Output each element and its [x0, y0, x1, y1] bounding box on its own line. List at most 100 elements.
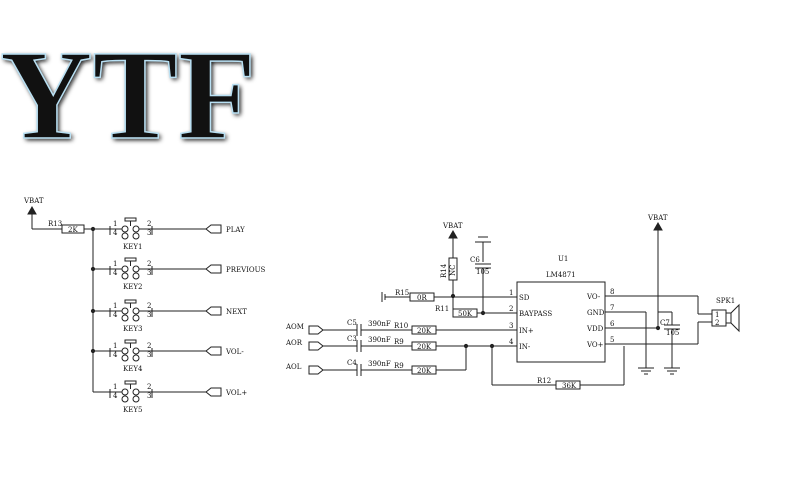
ic-ref: U1	[558, 255, 568, 263]
key-pin-label: 2	[147, 260, 151, 268]
input-port-flag	[308, 365, 324, 375]
key-contact	[121, 225, 129, 233]
ic-pin-name: VO-	[586, 293, 601, 301]
c7-ref: C7	[660, 319, 670, 327]
cap-ref: C5	[347, 319, 357, 327]
key-ref: KEY1	[123, 243, 142, 251]
logo-text: YTF	[0, 24, 256, 166]
key-signal-label: NEXT	[226, 308, 247, 316]
key-pin-label: 2	[147, 342, 151, 350]
key-contact	[121, 272, 129, 280]
input-label: AOR	[285, 339, 303, 347]
net-port-flag	[205, 306, 222, 316]
vbat-label-keys: VBAT	[23, 197, 44, 205]
res-value: 20K	[417, 343, 432, 351]
vbat-label-r14: VBAT	[442, 222, 463, 230]
vbat-arrow-right	[653, 221, 663, 231]
key-signal-label: VOL+	[225, 389, 247, 397]
key-ref: KEY2	[123, 283, 142, 291]
key-pin-label: 3	[147, 392, 151, 400]
r13-value: 2K	[68, 226, 78, 234]
key-pin-label: 4	[113, 392, 118, 400]
ic-pin-name: IN+	[519, 327, 534, 335]
cap-value: 390nF	[368, 336, 391, 344]
key-contact	[132, 265, 140, 273]
ic-pin-name: VDD	[586, 325, 604, 333]
c7-value: 105	[666, 329, 679, 337]
key-contact	[121, 347, 129, 355]
key-pin-label: 4	[113, 311, 118, 319]
key-pin-label: 3	[147, 229, 151, 237]
lm4871-ic	[516, 281, 606, 363]
vbat-arrow-keys	[27, 205, 37, 215]
key-contact	[132, 354, 140, 362]
net-port-flag	[205, 224, 222, 234]
net-port-flag	[205, 264, 222, 274]
key-contact	[121, 388, 129, 396]
r15-ref: R15	[395, 289, 409, 297]
key-button-cap	[124, 299, 137, 304]
keypad-section: VBAT R13 2K 1423KEY1PLAY1423KEY2PREVIOUS…	[23, 197, 266, 414]
input-port-flag	[308, 325, 324, 335]
key-pin-label: 3	[147, 351, 151, 359]
cap-value: 390nF	[368, 320, 391, 328]
r11-value: 50K	[458, 310, 473, 318]
r12-ref: R12	[537, 377, 551, 385]
res-ref: R9	[394, 362, 404, 370]
ic-pin-number: 1	[509, 289, 513, 297]
key-contact	[132, 232, 140, 240]
key-pin-label: 1	[113, 302, 117, 310]
res-value: 20K	[417, 367, 432, 375]
key-button-cap	[124, 339, 137, 344]
key-contact	[132, 225, 140, 233]
r14-ref: R14	[440, 263, 448, 278]
input-label: AOL	[285, 363, 302, 371]
cap-ref: C4	[347, 359, 357, 367]
ic-pin-name: VO+	[586, 341, 604, 349]
ic-pin-name: GND	[587, 309, 605, 317]
speaker-cone-icon	[730, 303, 740, 333]
key-contact	[132, 395, 140, 403]
key-ref: KEY5	[123, 406, 142, 414]
key-pin-label: 4	[113, 229, 118, 237]
key-button-cap	[124, 380, 137, 385]
spk-ref: SPK1	[716, 297, 735, 305]
cap-value: 390nF	[368, 360, 391, 368]
key-ref: KEY4	[123, 365, 143, 373]
key-pin-label: 3	[147, 269, 151, 277]
key-pin-label: 1	[113, 220, 117, 228]
c6-ref: C6	[470, 256, 480, 264]
ic-pin-number: 4	[509, 338, 514, 346]
speaker-icon	[725, 312, 732, 324]
key-contact	[121, 354, 129, 362]
input-label: AOM	[285, 323, 304, 331]
ic-pin-number: 7	[610, 304, 614, 312]
key-contact	[132, 347, 140, 355]
key-contact	[132, 272, 140, 280]
ic-pin-number: 5	[610, 336, 614, 344]
ic-pin-number: 8	[610, 288, 614, 296]
ic-pin-number: 3	[509, 322, 513, 330]
key-signal-label: VOL-	[225, 348, 244, 356]
spk-pin2: 2	[715, 319, 719, 327]
key-contact	[121, 265, 129, 273]
r13-ref: R13	[48, 220, 62, 228]
key-contact	[132, 388, 140, 396]
ic-pin-number: 2	[509, 305, 513, 313]
r14-value: NC	[449, 265, 457, 276]
key-pin-label: 1	[113, 342, 117, 350]
key-pin-label: 2	[147, 302, 151, 310]
net-port-flag	[205, 387, 222, 397]
r11-ref: R11	[435, 305, 449, 313]
key-pin-label: 4	[113, 269, 118, 277]
net-port-flag	[205, 346, 222, 356]
key-contact	[132, 314, 140, 322]
